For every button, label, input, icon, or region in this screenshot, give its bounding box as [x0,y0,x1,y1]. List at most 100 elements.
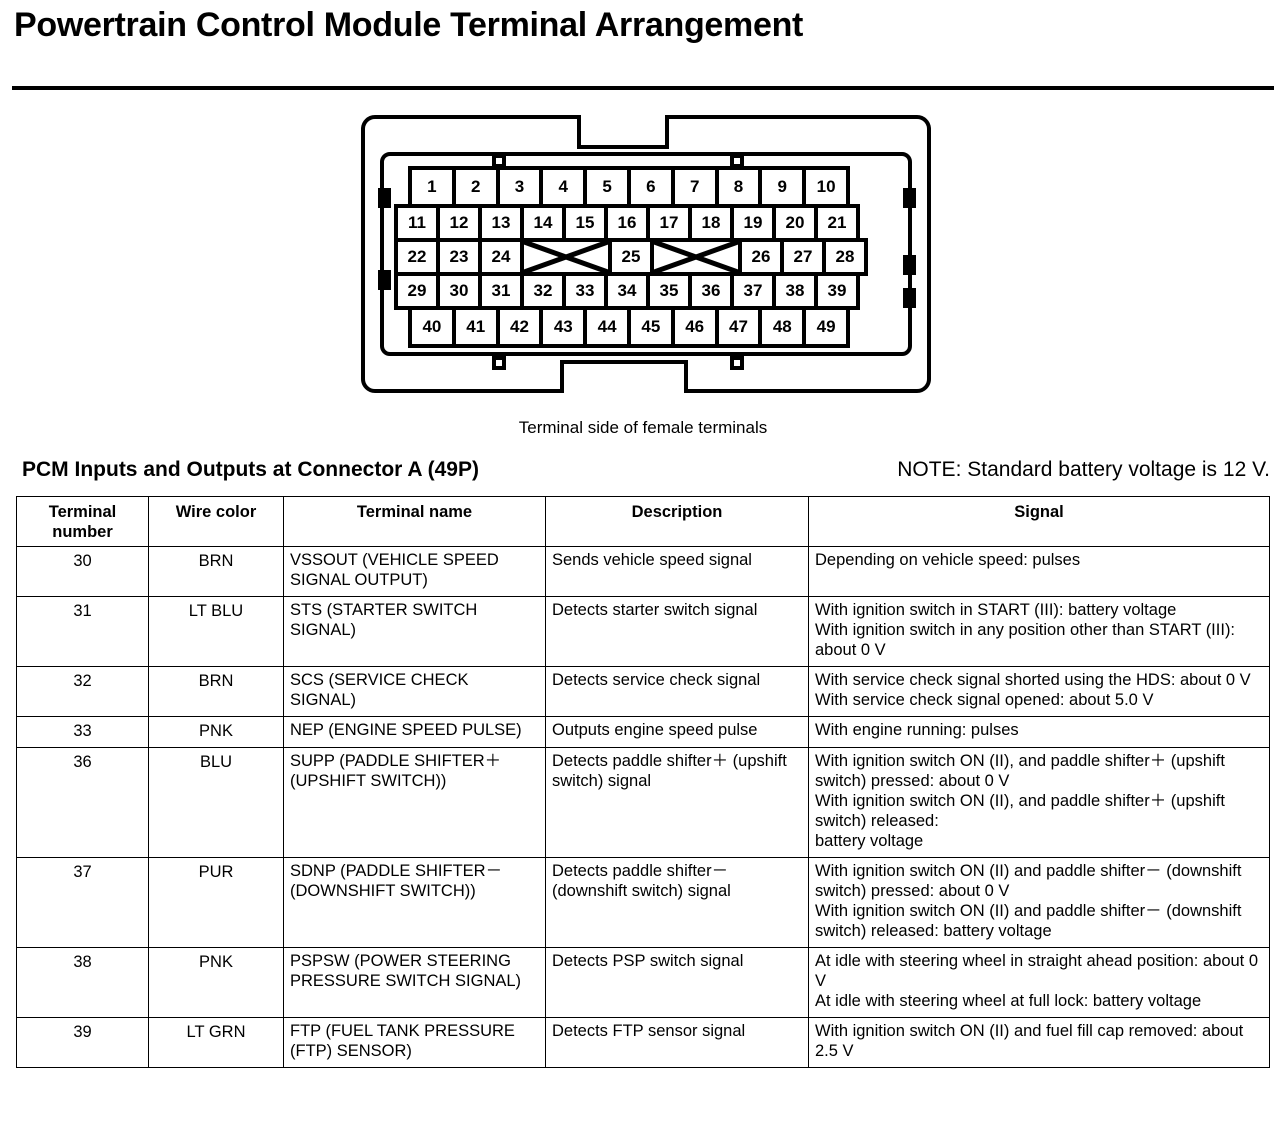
cell-description: Detects FTP sensor signal [545,1017,809,1068]
pin-cell-14: 14 [520,204,566,242]
cell-description: Detects paddle shifter－ (downshift switc… [545,857,809,948]
pin-cell-34: 34 [604,272,650,310]
signal-line: With ignition switch in START (III): bat… [815,601,1177,619]
cell-description: Detects paddle shifter＋ (upshift switch)… [545,747,809,858]
cell-terminal-name: STS (STARTER SWITCH SIGNAL) [283,596,546,667]
column-header-signal: Signal [808,496,1270,547]
pin-cell-38: 38 [772,272,818,310]
cell-signal: With ignition switch in START (III): bat… [808,596,1270,667]
pin-cell-3: 3 [495,166,544,208]
pin-cell-4: 4 [539,166,588,208]
pin-cell-25: 25 [608,238,654,276]
cell-wire-color: PNK [148,716,284,748]
cell-terminal-number: 33 [16,716,149,748]
connector-key-top-right [730,154,744,168]
pcm-io-table: Terminal number Wire color Terminal name… [16,496,1270,1068]
connector-tab-left-2 [378,270,391,290]
pin-cell-7: 7 [670,166,719,208]
signal-line: With ignition switch ON (II), and paddle… [815,792,1225,830]
pin-cell-35: 35 [646,272,692,310]
cell-wire-color: LT BLU [148,596,284,667]
pin-cell-11: 11 [394,204,440,242]
cell-terminal-number: 31 [16,596,149,667]
cell-wire-color: BRN [148,546,284,597]
signal-line: At idle with steering wheel in straight … [815,952,1259,990]
pin-cell-28: 28 [822,238,868,276]
cell-terminal-name: PSPSW (POWER STEERING PRESSURE SWITCH SI… [283,947,546,1018]
cell-signal: At idle with steering wheel in straight … [808,947,1270,1018]
cell-signal: With service check signal shorted using … [808,666,1270,717]
cell-description: Outputs engine speed pulse [545,716,809,748]
pin-cell-45: 45 [626,306,675,348]
pin-cell-15: 15 [562,204,608,242]
pin-cell-26: 26 [738,238,784,276]
connector-key-bottom-left [492,356,506,370]
cell-wire-color: PNK [148,947,284,1018]
section-note: NOTE: Standard battery voltage is 12 V. [897,458,1270,481]
pin-cell-36: 36 [688,272,734,310]
column-header-wire-color: Wire color [148,496,284,547]
pin-cell-10: 10 [802,166,850,208]
pin-cell-18: 18 [688,204,734,242]
column-header-description: Description [545,496,809,547]
cell-wire-color: BRN [148,666,284,717]
cell-terminal-number: 38 [16,947,149,1018]
signal-line: With engine running: pulses [815,721,1019,739]
connector-key-bottom-right [730,356,744,370]
section-heading: PCM Inputs and Outputs at Connector A (4… [22,458,479,481]
pin-cell-8: 8 [714,166,763,208]
pin-cell-21: 21 [814,204,860,242]
signal-line: With ignition switch in any position oth… [815,621,1236,659]
pin-cell-29: 29 [394,272,440,310]
pin-cell-33: 33 [562,272,608,310]
connector-bottom-latch [560,360,688,393]
pin-cell-31: 31 [478,272,524,310]
cell-terminal-name: VSSOUT (VEHICLE SPEED SIGNAL OUTPUT) [283,546,546,597]
connector-tab-left-1 [378,188,391,208]
pin-cell-16: 16 [604,204,650,242]
signal-line: With service check signal shorted using … [815,671,1251,689]
pin-cell-43: 43 [539,306,588,348]
table-header-row: Terminal number Wire color Terminal name… [16,496,1270,547]
pin-cell-41: 41 [451,306,500,348]
cell-terminal-number: 37 [16,857,149,948]
cell-terminal-name: SUPP (PADDLE SHIFTER＋ (UPSHIFT SWITCH)) [283,747,546,858]
connector-top-latch [577,115,669,149]
pin-cell-23: 23 [436,238,482,276]
page-title: Powertrain Control Module Terminal Arran… [14,6,804,44]
cell-signal: With ignition switch ON (II) and paddle … [808,857,1270,948]
cell-terminal-number: 30 [16,546,149,597]
signal-line: With ignition switch ON (II) and paddle … [815,902,1242,940]
pin-cell-5: 5 [583,166,631,208]
pin-cell-27: 27 [780,238,826,276]
pin-cell-9: 9 [758,166,807,208]
cell-signal: With ignition switch ON (II), and paddle… [808,747,1270,858]
pin-cell-17: 17 [646,204,692,242]
connector-key-top-left [492,154,506,168]
pin-cell-42: 42 [495,306,544,348]
cell-wire-color: PUR [148,857,284,948]
signal-line: With service check signal opened: about … [815,691,1154,709]
pin-cell-30: 30 [436,272,482,310]
pin-cell-19: 19 [730,204,776,242]
cell-terminal-number: 39 [16,1017,149,1068]
pin-cell-12: 12 [436,204,482,242]
pin-cell-37: 37 [730,272,776,310]
pin-cell-2: 2 [451,166,500,208]
title-divider [12,86,1274,90]
signal-line: Depending on vehicle speed: pulses [815,551,1081,569]
pin-cell-24: 24 [478,238,524,276]
cell-signal: With engine running: pulses [808,716,1270,748]
